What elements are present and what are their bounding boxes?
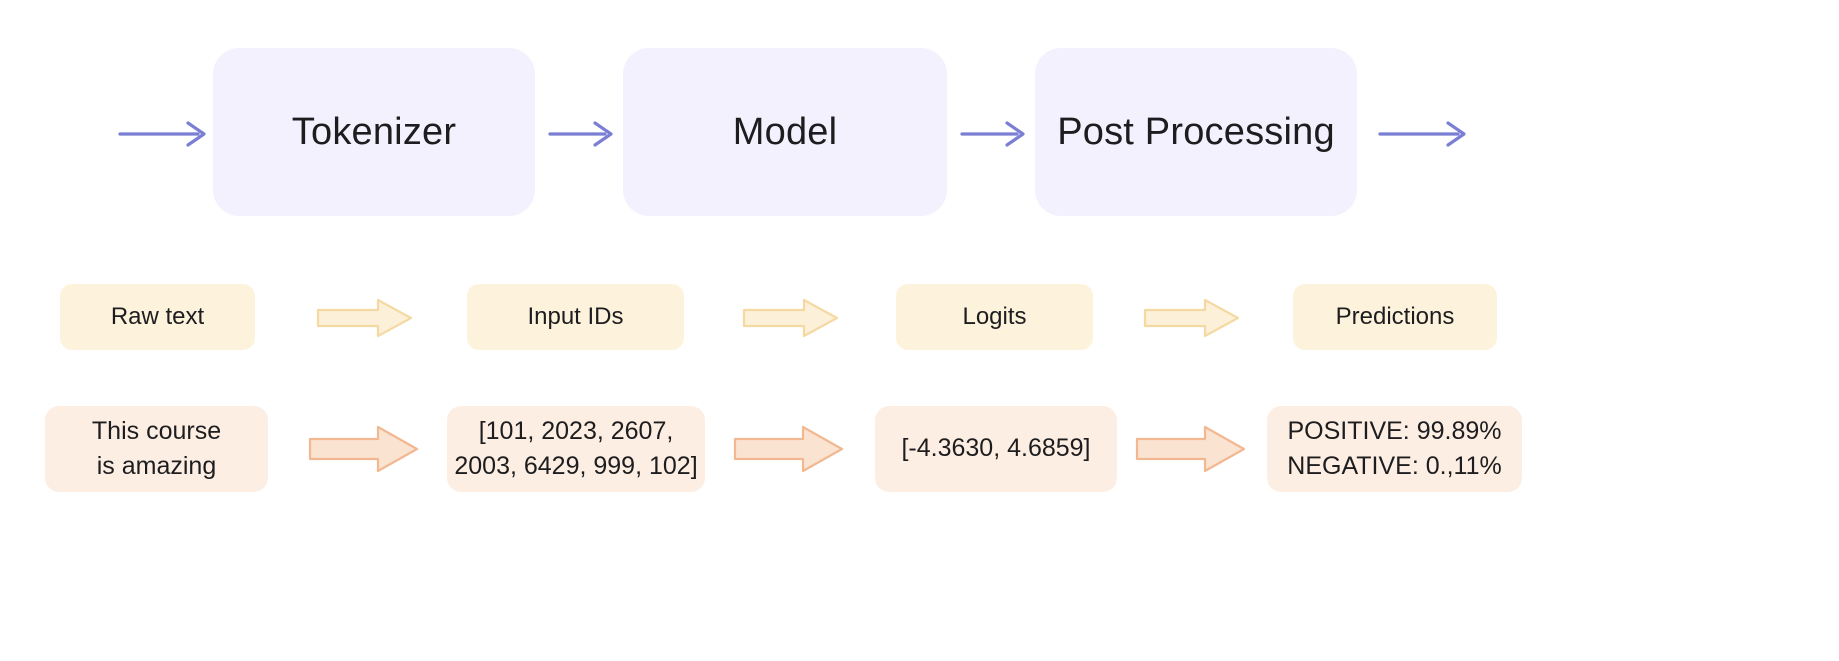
value-arrow-3-icon (1135, 425, 1246, 473)
label-box-predictions[interactable]: Predictions (1293, 284, 1497, 350)
value-line: [-4.3630, 4.6859] (901, 434, 1091, 463)
value-arrow-1-icon (308, 425, 419, 473)
label-text: Logits (962, 303, 1027, 330)
stage-label: Post Processing (1057, 110, 1335, 153)
label-box-logits[interactable]: Logits (896, 284, 1093, 350)
value-box-input-ids[interactable]: [101, 2023, 2607, 2003, 6429, 999, 102] (447, 406, 705, 492)
value-arrow-2-icon (733, 425, 844, 473)
arrow-input-to-tokenizer-icon (118, 121, 206, 147)
label-text: Raw text (110, 303, 205, 330)
arrow-tokenizer-to-model-icon (548, 121, 613, 147)
value-line: This course (91, 416, 222, 445)
label-arrow-2-icon (742, 298, 839, 338)
value-line: NEGATIVE: 0.,11% (1287, 452, 1502, 480)
stage-label: Model (732, 110, 838, 153)
value-line: POSITIVE: 99.89% (1287, 416, 1502, 445)
label-text: Predictions (1335, 303, 1455, 330)
value-line: 2003, 6429, 999, 102] (454, 452, 698, 480)
value-box-predictions[interactable]: POSITIVE: 99.89% NEGATIVE: 0.,11% (1267, 406, 1522, 492)
stage-box-post-processing[interactable]: Post Processing (1035, 48, 1357, 216)
value-box-logits[interactable]: [-4.3630, 4.6859] (875, 406, 1117, 492)
label-box-input-ids[interactable]: Input IDs (467, 284, 684, 350)
value-line: [101, 2023, 2607, (478, 416, 674, 445)
label-arrow-1-icon (316, 298, 413, 338)
stage-box-tokenizer[interactable]: Tokenizer (213, 48, 535, 216)
arrow-postprocessing-to-output-icon (1378, 121, 1466, 147)
arrow-model-to-postprocessing-icon (960, 121, 1025, 147)
stage-box-model[interactable]: Model (623, 48, 947, 216)
label-text: Input IDs (527, 303, 624, 330)
value-line: is amazing (96, 452, 217, 480)
stage-label: Tokenizer (291, 110, 457, 153)
label-arrow-3-icon (1143, 298, 1240, 338)
value-box-raw-text[interactable]: This course is amazing (45, 406, 268, 492)
label-box-raw-text[interactable]: Raw text (60, 284, 255, 350)
